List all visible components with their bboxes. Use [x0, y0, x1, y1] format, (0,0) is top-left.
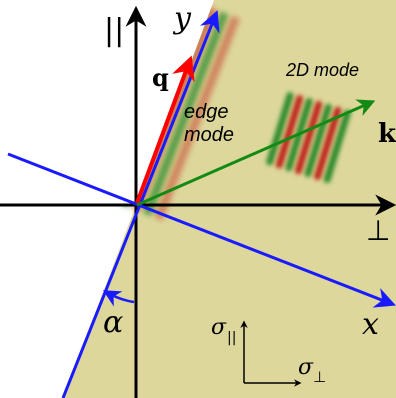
- parallel-axis-label: ||: [104, 13, 124, 48]
- sigma-parallel-label: σ: [211, 315, 227, 340]
- alpha-label: α: [103, 305, 123, 340]
- white-mask: [0, 0, 214, 205]
- sample-region: [63, 0, 396, 398]
- q-vector-label: q: [152, 63, 169, 92]
- sigma-perp-label: σ: [298, 355, 314, 380]
- k-vector-label: k: [378, 119, 396, 149]
- q-arrow: [135, 55, 195, 204]
- k-arrow: [136, 99, 376, 207]
- 2d-mode-label: 2D mode: [285, 60, 359, 80]
- sigma-parallel-subscript: ||: [227, 330, 236, 346]
- edge-mode-label-line2: mode: [184, 124, 234, 146]
- x-axis-label: x: [362, 307, 379, 342]
- alpha-arc: [102, 290, 135, 307]
- sigma-perp-subscript: ⊥: [313, 368, 326, 386]
- perp-axis-label: ⊥: [366, 214, 390, 247]
- y-axis-label: y: [172, 1, 192, 36]
- edge-mode-label-line1: edge: [184, 101, 229, 123]
- x-axis-line: [7, 152, 396, 308]
